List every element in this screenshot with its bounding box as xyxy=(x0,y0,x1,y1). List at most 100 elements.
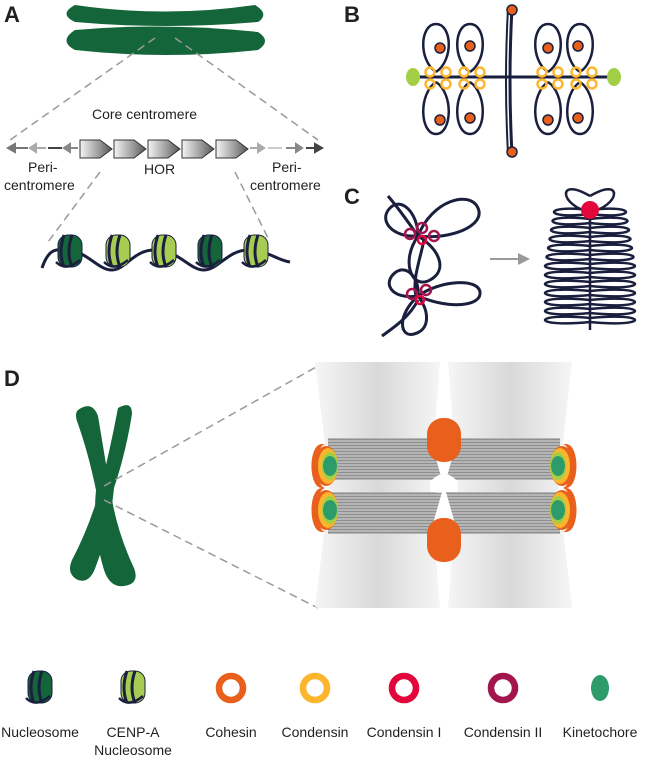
condensin-ring xyxy=(570,66,582,78)
cenpa-nucleosome-icon xyxy=(118,670,146,704)
dna-array xyxy=(5,139,325,159)
kinetochore-stack xyxy=(311,488,338,532)
legend-label: Nucleosome xyxy=(94,742,172,758)
condensin-ring-icon xyxy=(299,672,331,704)
panel-b-label: B xyxy=(344,2,360,27)
kinetochore-icon xyxy=(591,675,609,701)
rosette-loop-left xyxy=(545,252,591,262)
condensin-ring xyxy=(586,78,598,90)
panel-a: A Core centromere xyxy=(4,2,325,272)
panel-d-label: D xyxy=(4,366,20,391)
panel-a-chromosome xyxy=(66,5,265,55)
legend-label: Condensin xyxy=(282,724,349,740)
transition-arrow xyxy=(490,253,530,265)
sister-axis-vertical-2 xyxy=(505,7,509,155)
panel-d-chromosome xyxy=(70,405,136,587)
loop-upper xyxy=(534,22,562,74)
condensin-ring xyxy=(536,66,548,78)
panel-a-label: A xyxy=(4,2,20,27)
pericentromere-right-line1: Peri- xyxy=(272,159,302,175)
pericentromere-right-line2: centromere xyxy=(250,177,321,193)
rosette-loop-left xyxy=(546,243,591,253)
cohesin-dot xyxy=(506,146,518,158)
legend-label: CENP-A xyxy=(107,724,161,740)
condensin-ring xyxy=(536,78,548,90)
kinetochore-microtubules xyxy=(328,438,560,534)
rosette-loop-left xyxy=(550,225,591,235)
cohesin-rings-b xyxy=(434,4,584,158)
hor-label: HOR xyxy=(144,161,175,177)
legend-item-6: Condensin II xyxy=(464,672,542,740)
rosette-loop-left xyxy=(543,315,591,325)
chromatin-loops xyxy=(422,22,594,136)
cohesin-dot xyxy=(542,114,554,126)
kinetochore-right xyxy=(607,68,621,86)
rosette-loop-left xyxy=(543,288,591,298)
kinetochore-stack xyxy=(311,444,338,488)
condensin-ring xyxy=(458,78,470,90)
condensin-rings-b xyxy=(424,66,598,90)
legend-item-7: Kinetochore xyxy=(563,675,638,740)
condensin-ring xyxy=(552,78,564,90)
condensin-ii-rings xyxy=(403,221,441,301)
panel-a-zoom-lines xyxy=(9,37,319,243)
legend-label: Cohesin xyxy=(205,724,256,740)
rosette-loop-left xyxy=(543,279,591,289)
hor-unit-4 xyxy=(181,139,215,159)
loop-upper xyxy=(456,22,484,74)
rosette-loop-right xyxy=(589,306,637,316)
legend-item-3: Cohesin xyxy=(205,672,257,740)
rosette-loop-right xyxy=(589,261,637,271)
condensin-ring xyxy=(552,66,564,78)
centromere-zoom xyxy=(311,362,577,608)
legend-label: Nucleosome xyxy=(1,724,79,740)
mitotic-chromosome-loops xyxy=(406,4,621,158)
kinetochore-stack xyxy=(550,444,577,488)
rosette-loop-right xyxy=(589,297,637,307)
pericentromere-left-line1: Peri- xyxy=(28,159,58,175)
pericentromere-right-repeats xyxy=(250,142,325,154)
rosette-loop-left xyxy=(543,270,591,280)
condensin-ring xyxy=(458,66,470,78)
rosette-loop-right xyxy=(589,279,637,289)
legend-label: Condensin I xyxy=(367,724,442,740)
cenpa-nucleosome-5 xyxy=(241,234,269,268)
rosette-loop-left xyxy=(548,234,591,244)
cohesin-dot xyxy=(434,42,446,54)
cohesin-dot xyxy=(506,4,518,16)
condensin-ring xyxy=(474,78,486,90)
rosette-loop-left xyxy=(551,216,591,226)
kinetochore-plates xyxy=(311,444,577,532)
condensin-ring xyxy=(570,78,582,90)
nucleosome-4 xyxy=(195,234,223,268)
legend-item-5: Condensin I xyxy=(367,672,442,740)
panel-d-zoom-lines xyxy=(103,365,319,609)
rosette-loop-left xyxy=(553,207,591,217)
condensin-ring xyxy=(474,66,486,78)
legend: Nucleosome CENP-A Nucleosome Cohesin Condens… xyxy=(1,670,638,758)
condensin-ii-ring-icon xyxy=(487,672,519,704)
rosette-loop-left xyxy=(543,297,591,307)
sister-axis-vertical xyxy=(508,7,514,155)
panel-c: C xyxy=(344,184,637,338)
cohesin-dot xyxy=(542,42,554,54)
interphase-loops xyxy=(381,195,482,338)
kinetochore-stack xyxy=(550,488,577,532)
condensin-ring xyxy=(440,78,452,90)
rosette-loop-right xyxy=(589,243,634,253)
loop-lower xyxy=(534,80,562,136)
hor-unit-5 xyxy=(215,139,249,159)
loop-lower xyxy=(422,80,450,136)
legend-item-1: Nucleosome xyxy=(1,670,79,740)
hor-unit-3 xyxy=(147,139,181,159)
cohesin-dot xyxy=(464,40,476,52)
nucleosome-1 xyxy=(55,234,83,268)
nucleosome-string xyxy=(40,234,291,272)
legend-item-2: CENP-A Nucleosome xyxy=(94,670,172,758)
condensin-i-ring-icon xyxy=(388,672,420,704)
condensed-loop-array xyxy=(543,188,637,330)
legend-item-4: Condensin xyxy=(282,672,349,740)
legend-label: Kinetochore xyxy=(563,724,638,740)
rosette-loop-right xyxy=(589,315,637,325)
cohesin-dot xyxy=(572,112,584,124)
